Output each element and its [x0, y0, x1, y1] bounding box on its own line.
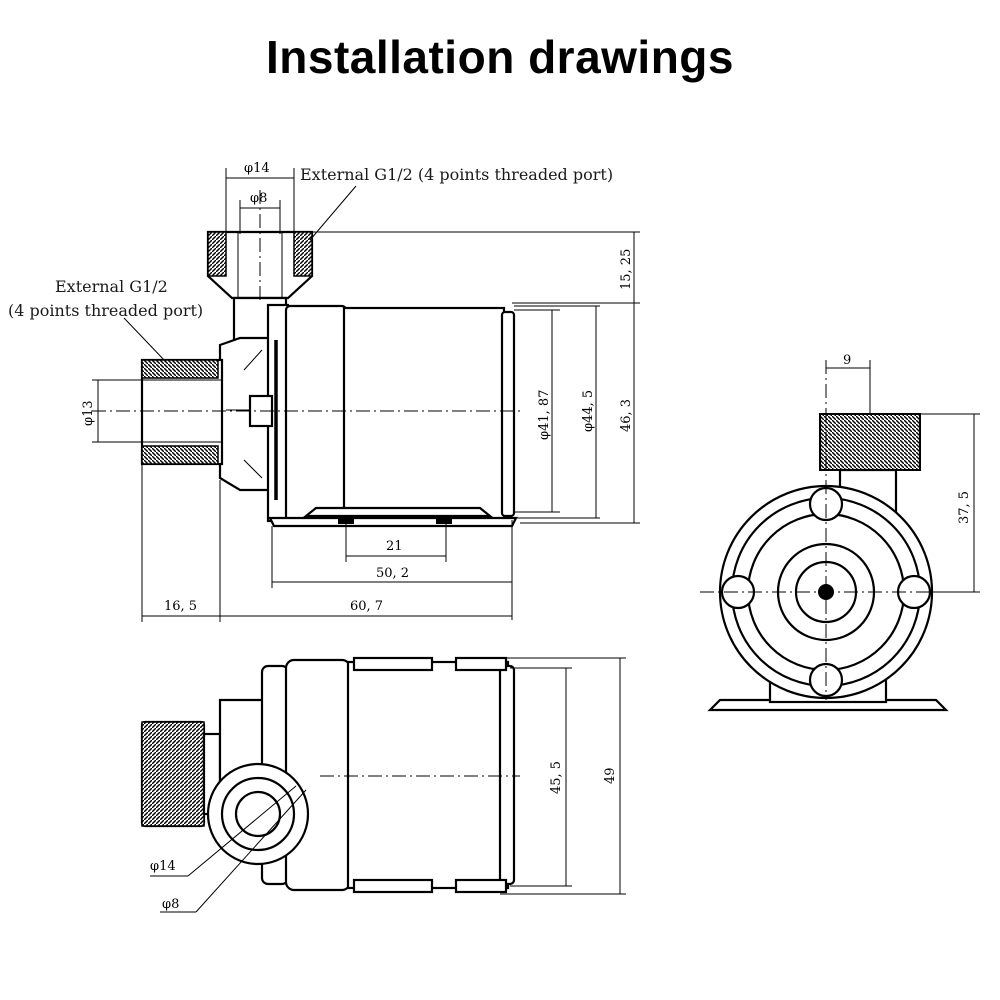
inlet-port-callout-line1: External G1/2	[55, 277, 168, 296]
front-outlet-inner-dia: φ8	[250, 191, 267, 206]
front-total-height: 46, 3	[619, 399, 634, 432]
page-title: Installation drawings	[265, 31, 734, 83]
front-outlet-outer-dia: φ14	[244, 161, 270, 176]
bottom-view	[140, 656, 626, 913]
dimension-labels: φ14 φ8 15, 25 φ13 φ41, 87 φ44, 5 46, 3 2…	[81, 161, 972, 912]
pump-body	[218, 303, 516, 523]
side-outlet-height: 37, 5	[957, 491, 972, 524]
front-outlet-height: 15, 25	[619, 249, 634, 290]
front-base-hole-spacing: 21	[386, 539, 403, 554]
bottom-total-width: 49	[603, 767, 618, 784]
inlet-port	[140, 358, 224, 466]
side-outlet-offset: 9	[843, 353, 851, 368]
front-motor-dia-inner: φ41, 87	[537, 390, 552, 440]
front-motor-dia-outer: φ44, 5	[581, 390, 596, 432]
bottom-body-width: 45, 5	[549, 761, 564, 794]
front-view	[92, 168, 640, 622]
front-base-length: 50, 2	[376, 566, 409, 581]
inlet-port-callout-line2: (4 points threaded port)	[8, 301, 203, 320]
outlet-port-callout: External G1/2 (4 points threaded port)	[300, 165, 613, 184]
side-view	[700, 360, 980, 712]
bottom-inner-dia: φ8	[162, 897, 179, 912]
front-inlet-length: 16, 5	[164, 599, 197, 614]
callout-labels: External G1/2 (4 points threaded port) E…	[8, 165, 613, 320]
bottom-outer-dia: φ14	[150, 859, 176, 874]
front-dimensions	[92, 168, 640, 622]
front-body-length: 60, 7	[350, 599, 383, 614]
front-inlet-dia: φ13	[81, 400, 96, 426]
